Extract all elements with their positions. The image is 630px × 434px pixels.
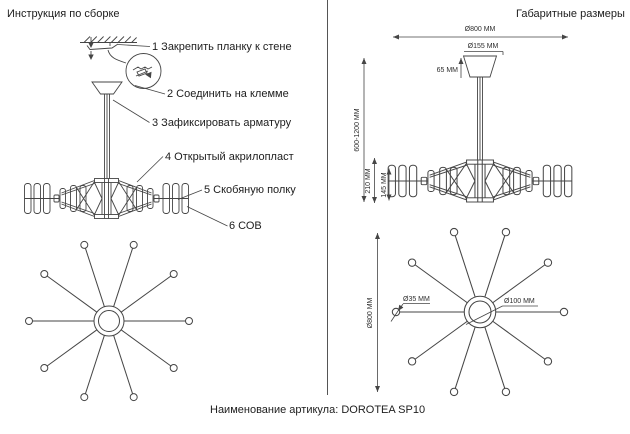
dim-diameter-canopy: Ø155 ММ [467, 42, 499, 50]
assembly-title: Инструкция по сборке [7, 8, 120, 20]
dim-diameter-arm-tip: Ø35 ММ [403, 295, 430, 303]
dim-suspension-range: 600-1200 ММ [354, 108, 361, 152]
step-label-5: 5 Скобяную полку [204, 184, 296, 196]
dimension-top-view [391, 227, 569, 397]
assembly-chandelier-drawing [25, 81, 189, 219]
dimension-chandelier-drawing [388, 55, 572, 202]
step-label-3: 3 Зафиксировать арматуру [152, 117, 292, 129]
assembly-top-view [25, 240, 194, 402]
article-name: Наименование артикула: DOROTEA SP10 [210, 404, 426, 416]
dim-diameter-overall-top: Ø800 ММ [464, 25, 496, 33]
dimension-lines [361, 34, 568, 392]
dim-body-height: 210 ММ [365, 167, 372, 194]
dim-shade-height: 145 ММ [380, 171, 388, 198]
dim-diameter-overall-bottom: Ø800 ММ [366, 297, 374, 328]
assembly-leader-lines [112, 44, 228, 227]
dim-canopy-height: 65 ММ [436, 66, 458, 74]
ceiling-mount-drawing [80, 36, 162, 89]
step-label-1: 1 Закрепить планку к стене [152, 41, 292, 53]
step-label-2: 2 Соединить на клемме [167, 88, 289, 100]
dim-diameter-hub: Ø100 ММ [504, 297, 535, 305]
step-label-6: 6 СОВ [229, 220, 262, 232]
step-label-4: 4 Открытый акрилопласт [165, 150, 294, 163]
dimensions-title: Габаритные размеры [516, 8, 625, 20]
